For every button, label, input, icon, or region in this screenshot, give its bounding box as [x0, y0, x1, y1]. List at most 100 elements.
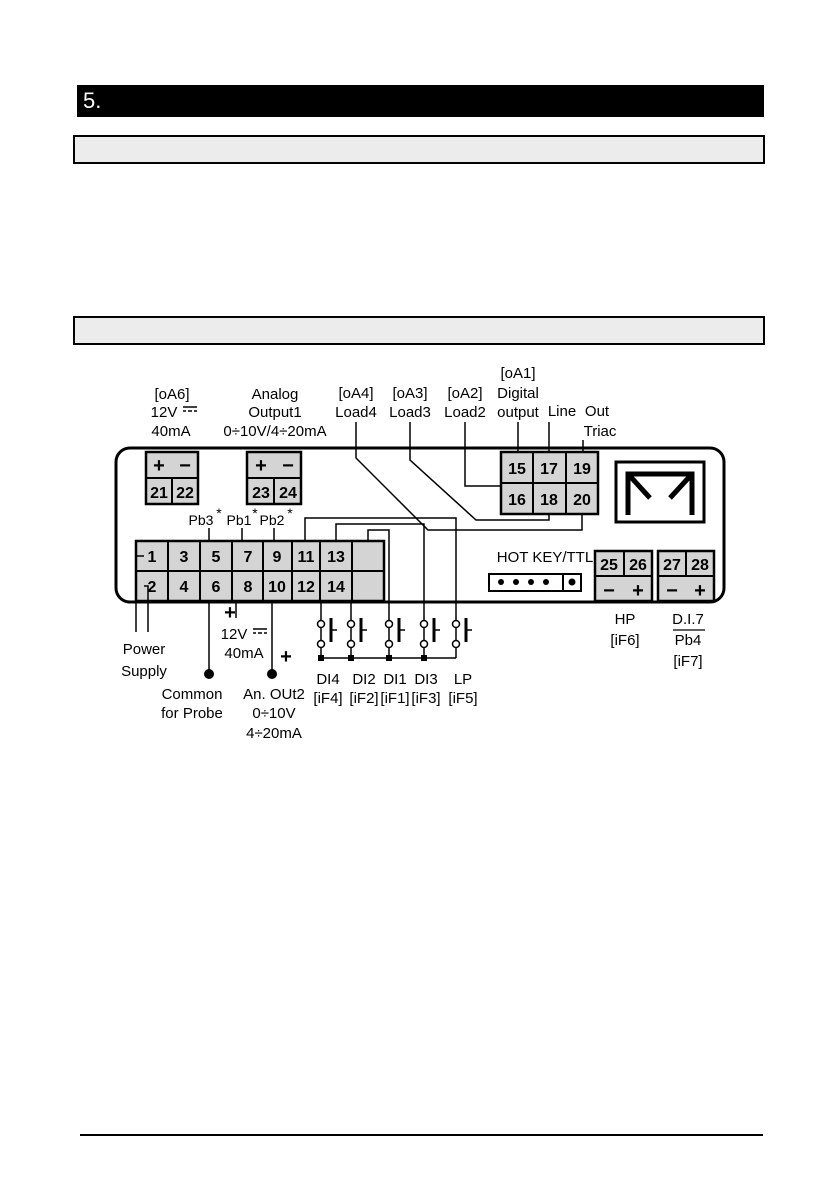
label-di2: DI2 — [352, 671, 375, 688]
label-digital: Digital — [497, 385, 539, 402]
label-output: output — [497, 404, 540, 421]
terminal-14: 14 — [327, 579, 345, 596]
label-oa6-current: 40mA — [151, 423, 190, 440]
wiring-lines — [135, 422, 584, 673]
label-if6: [iF6] — [610, 632, 639, 649]
label-analog-range: 0÷10V/4÷20mA — [223, 423, 326, 440]
label-if2: [iF2] — [349, 690, 378, 707]
terminal-23: 23 — [252, 485, 270, 502]
label-anout2: An. OUt2 — [243, 686, 305, 703]
terminal-2: 2 — [148, 579, 157, 596]
label-hotkey: HOT KEY/TTL — [497, 549, 593, 566]
label-oa1: [oA1] — [500, 365, 535, 382]
label-load2: Load2 — [444, 404, 486, 421]
label-oa6-voltage: 12V — [151, 404, 178, 421]
label-supply: Supply — [121, 663, 167, 680]
label-di7: D.I.7 — [672, 611, 704, 628]
terminal-11: 11 — [298, 549, 315, 566]
label-pb3: Pb3 — [189, 512, 214, 528]
terminal-20: 20 — [573, 492, 591, 509]
plus-sign-23: + — [255, 455, 267, 477]
label-if5: [iF5] — [448, 690, 477, 707]
plus-sign-26: + — [632, 580, 644, 602]
plus-sign-21: + — [153, 455, 165, 477]
hotkey-connector — [488, 573, 582, 592]
label-oa6: [oA6] — [154, 386, 189, 403]
star-pb3: * — [216, 505, 222, 521]
anout2-node — [267, 669, 277, 679]
terminal-5: 5 — [212, 549, 221, 566]
label-common: Common — [162, 686, 223, 703]
label-di1: DI1 — [383, 671, 406, 688]
terminal-18: 18 — [540, 492, 558, 509]
plus-sign-8: + — [280, 646, 292, 668]
terminal-16: 16 — [508, 492, 526, 509]
terminal-10: 10 — [268, 579, 286, 596]
minus-sign-25: − — [603, 580, 615, 602]
label-di4: DI4 — [316, 671, 339, 688]
label-pb2: Pb2 — [260, 512, 285, 528]
label-anout2-range2: 4÷20mA — [246, 725, 302, 740]
terminal-9: 9 — [273, 549, 282, 566]
terminal-7: 7 — [244, 549, 253, 566]
subsection-bar-2 — [73, 316, 765, 345]
terminal-8: 8 — [244, 579, 253, 596]
terminal-12: 12 — [297, 579, 315, 596]
label-if4: [iF4] — [313, 690, 342, 707]
minus-sign-22: − — [179, 455, 191, 477]
terminal-15: 15 — [508, 461, 526, 478]
dc-symbol-top — [183, 406, 197, 412]
terminal-4: 4 — [180, 579, 189, 596]
label-load4: Load4 — [335, 404, 377, 421]
terminal-13: 13 — [327, 549, 345, 566]
label-hp: HP — [615, 611, 636, 628]
terminal-3: 3 — [180, 549, 189, 566]
terminal-28: 28 — [691, 557, 709, 574]
controller-housing — [114, 446, 726, 604]
label-lp: LP — [454, 671, 472, 688]
minus-sign-24: − — [282, 455, 294, 477]
digital-input-switches — [316, 618, 472, 659]
label-if7: [iF7] — [673, 653, 702, 670]
minus-sign-27: − — [666, 580, 678, 602]
label-12v-bottom: 12V — [221, 626, 248, 643]
star-pb1: * — [252, 505, 258, 521]
label-analog-1: Analog — [252, 386, 299, 403]
terminal-17: 17 — [540, 461, 558, 478]
dc-symbol-bottom — [253, 628, 267, 634]
section-number: 5. — [83, 88, 102, 113]
common-probe-node — [204, 669, 214, 679]
label-if3: [iF3] — [411, 690, 440, 707]
label-load3: Load3 — [389, 404, 431, 421]
label-for-probe: for Probe — [161, 705, 223, 722]
terminal-25: 25 — [600, 557, 618, 574]
terminal-19: 19 — [573, 461, 591, 478]
label-power: Power — [123, 641, 166, 658]
wiring-diagram: 21 22 23 24 15 17 19 16 18 20 1 3 5 7 9 … — [108, 360, 740, 742]
footer-rule — [80, 1134, 763, 1136]
label-oa4: [oA4] — [338, 385, 373, 402]
label-anout2-range1: 0÷10V — [252, 705, 295, 722]
subsection-bar-1 — [73, 135, 765, 164]
plus-sign-6: + — [224, 602, 236, 624]
section-header: 5. — [77, 85, 764, 117]
terminal-22: 22 — [176, 485, 194, 502]
label-analog-2: Output1 — [248, 404, 301, 421]
label-pb1: Pb1 — [227, 512, 252, 528]
label-line: Line — [548, 403, 576, 420]
terminal-24: 24 — [279, 485, 297, 502]
terminal-21: 21 — [150, 485, 168, 502]
label-pb4: Pb4 — [675, 632, 702, 649]
star-pb2: * — [287, 505, 293, 521]
label-triac: Triac — [584, 423, 617, 440]
terminal-6: 6 — [212, 579, 221, 596]
display-symbol — [614, 460, 706, 524]
label-oa3: [oA3] — [392, 385, 427, 402]
terminal-1: 1 — [148, 549, 157, 566]
label-di3: DI3 — [414, 671, 437, 688]
terminal-26: 26 — [629, 557, 647, 574]
label-40ma-bottom: 40mA — [224, 645, 263, 662]
label-oa2: [oA2] — [447, 385, 482, 402]
terminal-27: 27 — [663, 557, 681, 574]
label-out: Out — [585, 403, 610, 420]
